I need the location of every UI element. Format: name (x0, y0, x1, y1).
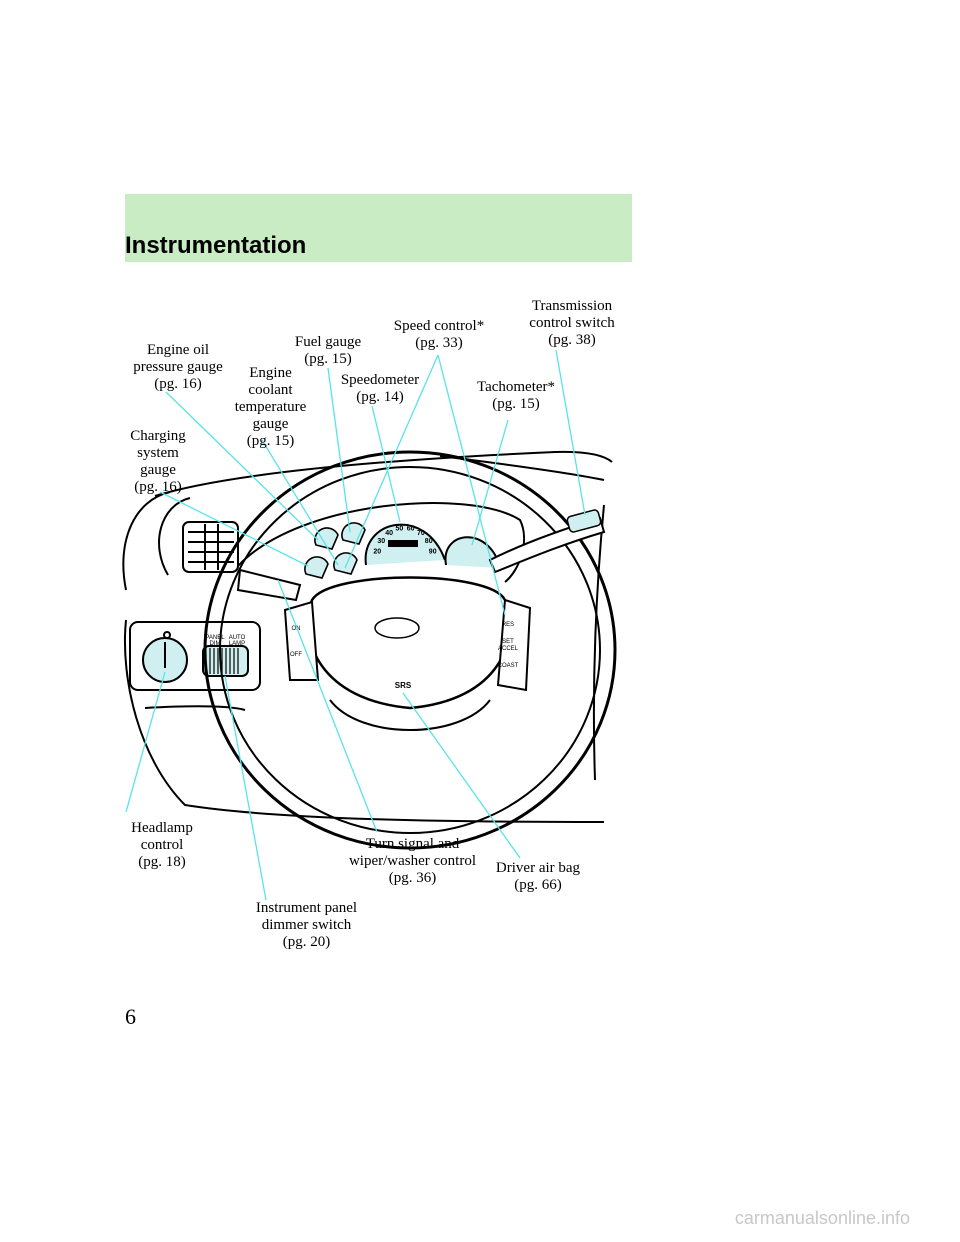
fuel-gauge-face (341, 522, 366, 545)
speedo-tick-label: 60 (407, 526, 415, 533)
section-title: Instrumentation (125, 232, 307, 259)
panel-dim-label-2: DIM (210, 641, 221, 647)
leader-line-engine-oil (165, 391, 319, 541)
headlamp-control-panel (129, 621, 261, 691)
turn-signal-stalk (236, 568, 302, 602)
speedo-tick-label: 90 (429, 549, 437, 556)
section-header-band (125, 194, 632, 262)
speed-control-on-label: ON (292, 626, 301, 632)
speedo-tick-label: 70 (417, 530, 425, 537)
dash-right-edge (592, 504, 605, 781)
small-gauges (304, 522, 366, 579)
leader-line-driver-airbag (402, 692, 521, 859)
leader-line-charging (159, 491, 309, 567)
leader-line-engine-coolant (261, 439, 339, 566)
steering-wheel-rim (203, 450, 617, 850)
leader-line-speed-control-b (437, 354, 506, 616)
leader-line-dimmer (224, 675, 267, 901)
charging-gauge (304, 556, 329, 579)
callout-driver-airbag: Driver air bag (pg. 66) (495, 860, 581, 893)
speedo-tick-label: 30 (377, 538, 385, 545)
callout-speedometer: Speedometer (pg. 14) (340, 372, 420, 405)
speed-control-res-label: RES (502, 622, 514, 628)
transmission-knob (566, 509, 602, 533)
oil-gauge (314, 527, 339, 550)
callout-dimmer: Instrument panel dimmer switch (pg. 20) (255, 900, 358, 950)
set-accel-label-2: ACCEL (498, 646, 519, 652)
auto-lamp-label-1: AUTO (229, 635, 246, 641)
callout-charging: Charging system gauge (pg. 16) (130, 428, 186, 495)
leader-line-speedometer (371, 405, 401, 523)
dash-left-pod (122, 491, 171, 591)
air-vent (182, 521, 239, 573)
set-accel-label-1: SET (502, 639, 514, 645)
callout-transmission: Transmission control switch (pg. 38) (529, 298, 615, 348)
leader-line-tachometer (471, 419, 509, 546)
leader-line-headlamp (125, 671, 166, 813)
callout-fuel-gauge: Fuel gauge (pg. 15) (294, 334, 362, 367)
leader-line-turn-signal (277, 579, 378, 833)
callout-headlamp: Headlamp control (pg. 18) (131, 820, 193, 870)
dash-left-pod-inner (158, 497, 191, 576)
callout-turn-signal: Turn signal and wiper/washer control (pg… (348, 836, 477, 886)
speed-control-off-label: OFF (290, 652, 302, 658)
callout-engine-oil: Engine oil pressure gauge (pg. 16) (133, 342, 223, 392)
panel-dim-label-1: PANEL (205, 635, 225, 641)
steering-wheel-rim-inner (219, 466, 601, 834)
callout-tachometer: Tachometer* (pg. 15) (476, 379, 556, 412)
speed-control-coast-label: COAST (498, 663, 519, 669)
speedometer-dial (364, 523, 446, 566)
leader-line-fuel-gauge (327, 367, 351, 533)
watermark: carmanualsonline.info (734, 1208, 910, 1228)
knee-panel-arc (144, 705, 246, 711)
auto-lamp-label-2: LAMP (229, 641, 245, 647)
leader-line-transmission (555, 349, 586, 516)
callout-speed-control: Speed control* (pg. 33) (393, 318, 485, 351)
callout-engine-coolant: Engine coolant temperature gauge (pg. 15… (234, 365, 307, 449)
page-number: 6 (125, 1004, 136, 1029)
speedo-tick-label: 50 (396, 526, 404, 533)
speedo-tick-label: 80 (425, 538, 433, 545)
lower-spoke (329, 699, 491, 731)
airbag-srs-label: SRS (395, 681, 412, 690)
speedo-tick-label: 40 (385, 530, 393, 537)
horn-pad (374, 617, 420, 639)
coolant-gauge (333, 552, 358, 575)
dash-upper-edge (154, 450, 613, 497)
right-spoke (496, 598, 532, 692)
leader-line-speed-control-a (344, 354, 439, 569)
speedo-tick-label: 20 (373, 549, 381, 556)
